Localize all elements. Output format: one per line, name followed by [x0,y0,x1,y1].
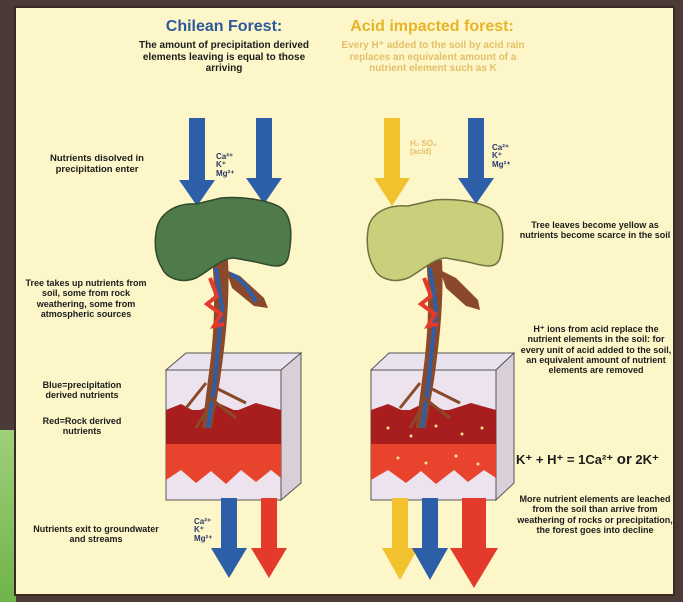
right-outflow-arrows [382,498,498,588]
right-rain-arrows [374,118,494,206]
left-label-uptake: Tree takes up nutrients from soil, some … [20,278,152,319]
left-title: Chilean Forest: [134,18,314,36]
left-chem-top: Ca²⁺ K⁺ Mg²⁺ [216,153,234,178]
right-description: Every H⁺ added to the soil by acid rain … [338,40,528,75]
right-label-outflow: More nutrient elements are leached from … [516,494,674,535]
left-label-precipitation: Nutrients disolved in precipitation ente… [22,154,172,176]
left-label-red: Red=Rock derived nutrients [26,416,138,437]
left-label-outflow: Nutrients exit to groundwater and stream… [26,524,166,545]
left-label-blue: Blue=precipitation derived nutrients [26,380,138,401]
left-outflow-arrows [211,498,287,578]
left-description: The amount of precipitation derived elem… [136,40,312,75]
left-chem-bottom-blue: Ca²⁺ K⁺ Mg²⁺ [194,518,212,543]
right-title: Acid impacted forest: [332,18,532,36]
diagram-panel: Chilean Forest: The amount of precipitat… [14,6,675,596]
nutrient-equation: K⁺ + H⁺ = 1Ca²⁺ or 2K⁺ [516,451,659,468]
right-chem-top: Ca²⁺ K⁺ Mg²⁺ [492,144,510,169]
right-label-leaves: Tree leaves become yellow as nutrients b… [516,220,674,241]
left-soil-box [166,353,301,500]
right-label-ions: H⁺ ions from acid replace the nutrient e… [518,324,674,376]
acid-label: H₂ SO₄ (acid) [410,140,437,157]
right-soil-box [371,353,514,500]
